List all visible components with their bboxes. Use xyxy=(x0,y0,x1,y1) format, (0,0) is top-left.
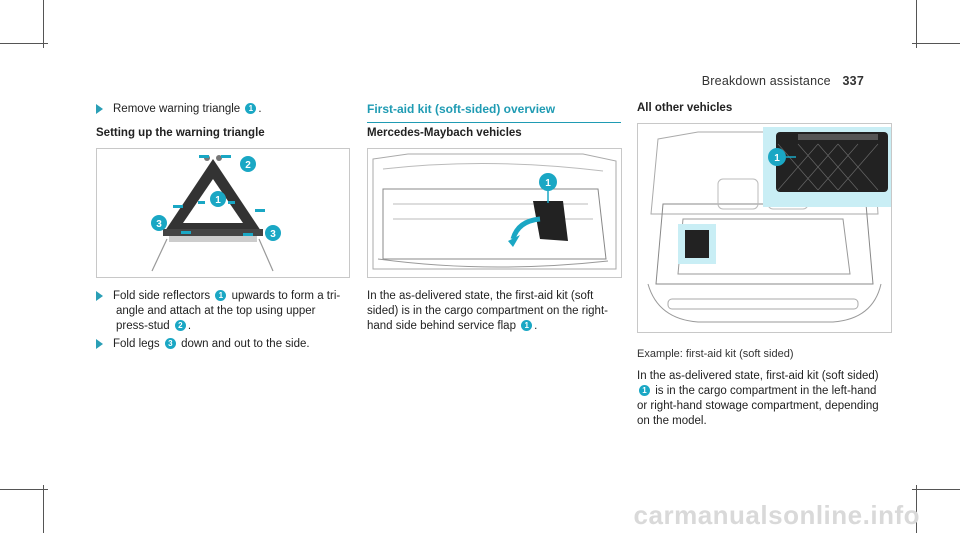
cargo-compartment-illustration: 1 xyxy=(372,153,617,270)
warning-triangle-figure: 2 1 3 3 xyxy=(96,148,350,278)
callout-badge: 2 xyxy=(174,320,186,332)
subheading-setting-up: Setting up the warning triangle xyxy=(96,127,265,139)
callout-badge: 1 xyxy=(245,103,257,115)
subheading-other-vehicles: All other vehicles xyxy=(637,102,733,114)
step-fold-reflectors: Fold side reflectors 1 upwards to form a… xyxy=(96,289,358,334)
step-fold-legs: Fold legs 3 down and out to the side. xyxy=(96,337,310,352)
callout-3: 3 xyxy=(270,229,276,240)
callout-badge: 1 xyxy=(639,385,650,397)
callout-2: 2 xyxy=(245,160,251,171)
subheading-maybach: Mercedes-Maybach vehicles xyxy=(367,127,522,139)
header-section: Breakdown assistance xyxy=(701,74,831,88)
callout-1: 1 xyxy=(774,153,780,164)
maybach-paragraph: In the as-delivered state, the first-aid… xyxy=(367,290,608,332)
crop-mark xyxy=(916,485,917,533)
figure-callouts: 2 1 3 3 xyxy=(151,156,281,241)
callout-badge: 1 xyxy=(215,290,227,302)
other-vehicles-figure: 1 xyxy=(637,123,892,333)
callout-badge: 1 xyxy=(521,320,533,332)
crop-mark xyxy=(0,43,48,44)
maybach-cargo-figure: 1 xyxy=(367,148,622,278)
watermark: carmanualsonline.info xyxy=(633,500,920,530)
callout-1: 1 xyxy=(215,195,221,206)
warning-triangle-illustration: 2 1 3 3 xyxy=(151,155,281,272)
step-arrow-icon xyxy=(96,103,103,114)
crop-mark xyxy=(0,489,48,490)
callout-1: 1 xyxy=(545,178,551,189)
crop-mark xyxy=(43,0,44,48)
step-arrow-icon xyxy=(96,338,103,349)
callout-badge: 3 xyxy=(164,338,176,350)
crop-mark xyxy=(916,0,917,48)
rear-vehicle-illustration: 1 xyxy=(647,127,891,323)
step-remove-triangle: Remove warning triangle 1. xyxy=(96,102,262,117)
page-header: Breakdown assistance 337 xyxy=(702,74,864,88)
callout-3: 3 xyxy=(156,219,162,230)
other-vehicles-paragraph: In the as-delivered state, first-aid kit… xyxy=(637,370,879,427)
crop-mark xyxy=(912,489,960,490)
section-heading: First-aid kit (soft-sided) overview xyxy=(367,102,621,123)
figure-caption: Example: first-aid kit (soft sided) xyxy=(637,348,794,360)
crop-mark xyxy=(912,43,960,44)
step-arrow-icon xyxy=(96,290,103,301)
crop-mark xyxy=(43,485,44,533)
page-number: 337 xyxy=(842,74,864,88)
